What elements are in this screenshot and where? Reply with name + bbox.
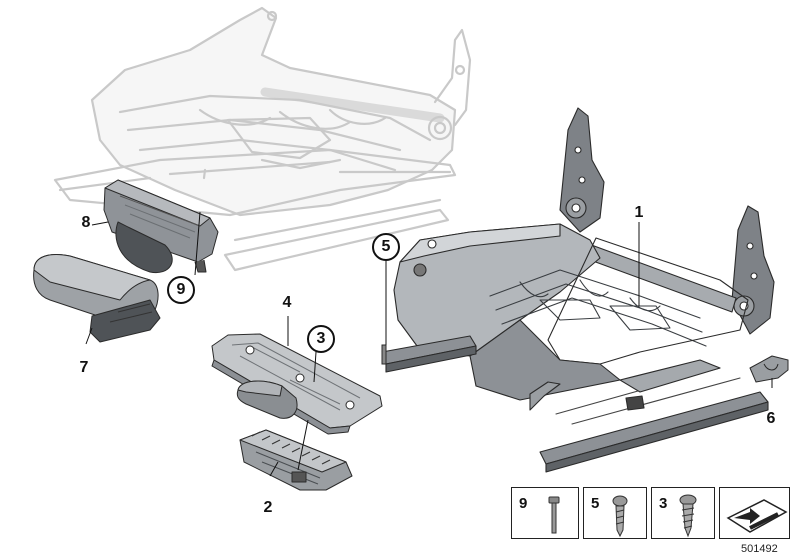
callout-7: 7 — [79, 359, 89, 376]
part-4-seat-plate — [211, 333, 383, 435]
callout-8: 8 — [81, 214, 91, 231]
callout-4: 4 — [282, 294, 292, 311]
part-5-screw — [381, 344, 387, 365]
fastener-legend: 9 5 3 — [511, 487, 794, 539]
legend-number: 3 — [659, 495, 668, 512]
part-2-rack — [239, 429, 353, 491]
part-8-switch-housing — [103, 179, 219, 274]
ghost-seat-frame — [53, 6, 472, 272]
screw-icon — [612, 495, 628, 538]
callout-3: 3 — [307, 325, 335, 353]
part-1-seat-frame — [381, 107, 775, 473]
legend-number: 9 — [519, 495, 528, 512]
part-7-side-cover — [33, 254, 161, 343]
callout-6: 6 — [766, 410, 776, 427]
diagram-id: 501492 — [741, 543, 778, 555]
leader-lines — [85, 211, 773, 477]
callout-2: 2 — [263, 499, 273, 516]
part-6-clip — [749, 355, 789, 383]
callout-1: 1 — [634, 204, 644, 221]
callout-9: 9 — [167, 276, 195, 304]
legend-item-9: 9 — [511, 487, 579, 539]
direction-arrow-icon — [726, 499, 788, 533]
callout-5: 5 — [372, 233, 400, 261]
legend-item-3: 3 — [651, 487, 715, 539]
legend-item-direction — [719, 487, 790, 539]
legend-item-5: 5 — [583, 487, 647, 539]
tapping-screw-icon — [679, 494, 697, 538]
legend-number: 5 — [591, 495, 600, 512]
bolt-icon — [548, 496, 560, 534]
